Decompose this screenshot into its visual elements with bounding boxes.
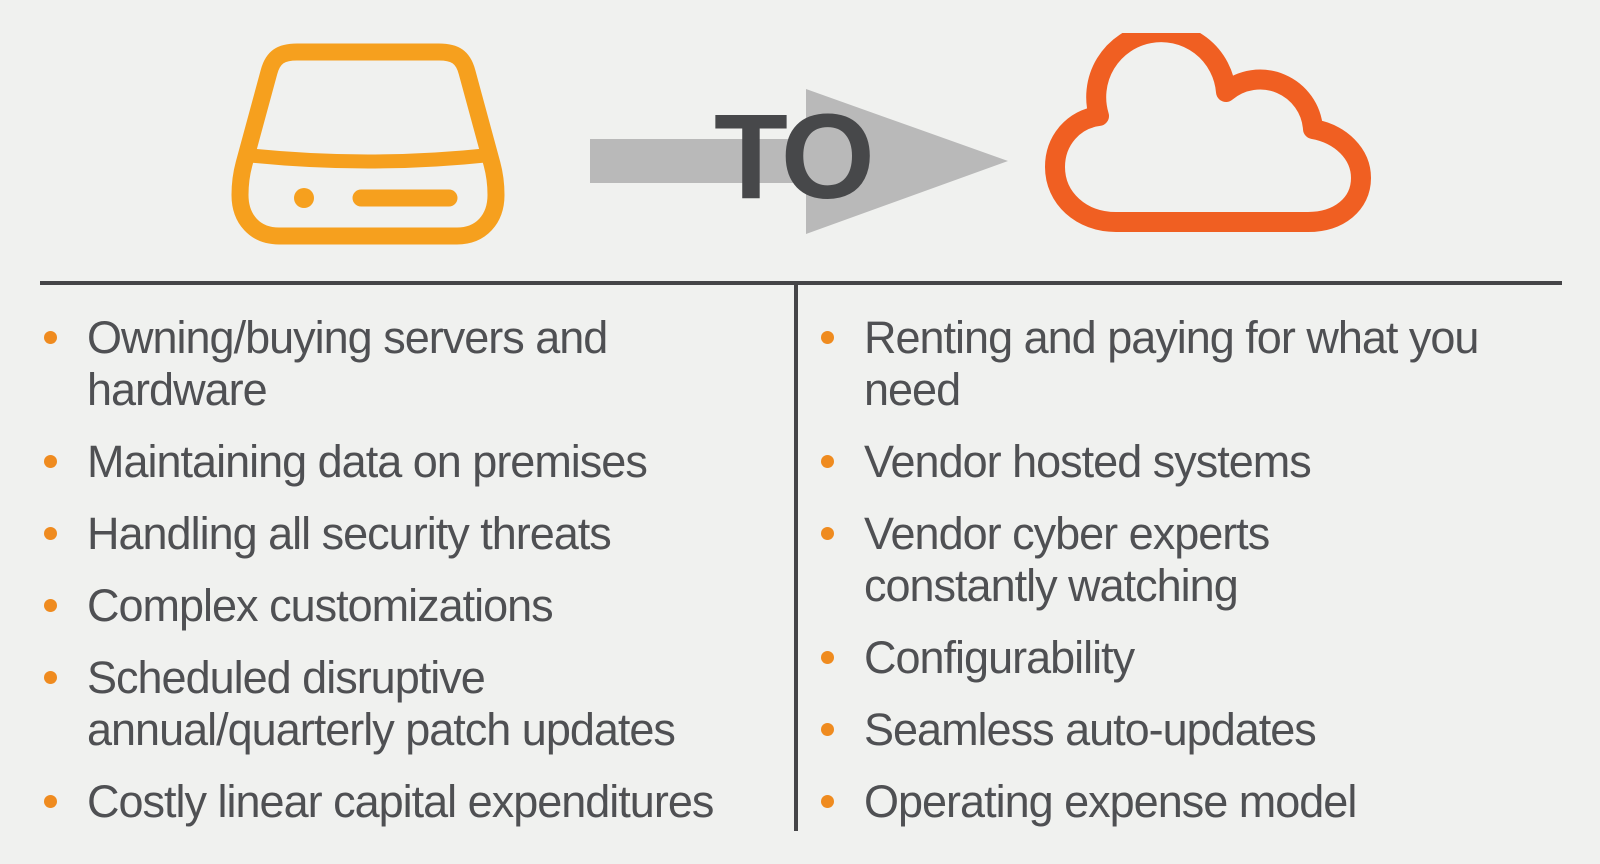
bullet-icon: [44, 599, 57, 612]
arrow-right-icon: [590, 89, 1008, 234]
bullet-icon: [44, 671, 57, 684]
list-item: Handling all security threats: [44, 508, 764, 560]
bullet-icon: [44, 527, 57, 540]
cloud-list: Renting and paying for what you need Ven…: [821, 312, 1551, 848]
list-item-text: Seamless auto-updates: [864, 704, 1317, 755]
hard-drive-icon: [231, 43, 505, 245]
vertical-divider: [794, 281, 798, 831]
list-item-text: Scheduled disruptive annual/quarterly pa…: [87, 652, 676, 755]
list-item: Complex customizations: [44, 580, 764, 632]
list-item: Seamless auto-updates: [821, 704, 1551, 756]
list-item: Scheduled disruptive annual/quarterly pa…: [44, 652, 764, 756]
bullet-icon: [821, 651, 834, 664]
bullet-icon: [44, 455, 57, 468]
list-item: Maintaining data on premises: [44, 436, 764, 488]
list-item-text: Configurability: [864, 632, 1135, 683]
on-premises-list: Owning/buying servers and hardware Maint…: [44, 312, 764, 848]
bullet-icon: [821, 795, 834, 808]
bullet-icon: [44, 331, 57, 344]
list-item: Operating expense model: [821, 776, 1551, 828]
cloud-icon: [1045, 33, 1371, 232]
list-item-text: Renting and paying for what you need: [864, 312, 1479, 415]
list-item-text: Vendor hosted systems: [864, 436, 1312, 487]
bullet-icon: [821, 455, 834, 468]
list-item-text: Vendor cyber experts constantly watching: [864, 508, 1270, 611]
list-item: Renting and paying for what you need: [821, 312, 1551, 416]
bullet-icon: [821, 331, 834, 344]
list-item-text: Operating expense model: [864, 776, 1357, 827]
list-item: Vendor hosted systems: [821, 436, 1551, 488]
list-item-text: Complex customizations: [87, 580, 554, 631]
transition-label: TO: [714, 88, 875, 224]
list-item: Owning/buying servers and hardware: [44, 312, 764, 416]
list-item: Configurability: [821, 632, 1551, 684]
bullet-icon: [44, 795, 57, 808]
list-item-text: Handling all security threats: [87, 508, 612, 559]
bullet-icon: [821, 723, 834, 736]
list-item-text: Owning/buying servers and hardware: [87, 312, 608, 415]
list-item-text: Maintaining data on premises: [87, 436, 648, 487]
list-item: Costly linear capital expenditures: [44, 776, 764, 828]
horizontal-divider: [40, 281, 1562, 285]
bullet-icon: [821, 527, 834, 540]
list-item: Vendor cyber experts constantly watching: [821, 508, 1551, 612]
list-item-text: Costly linear capital expenditures: [87, 776, 714, 827]
